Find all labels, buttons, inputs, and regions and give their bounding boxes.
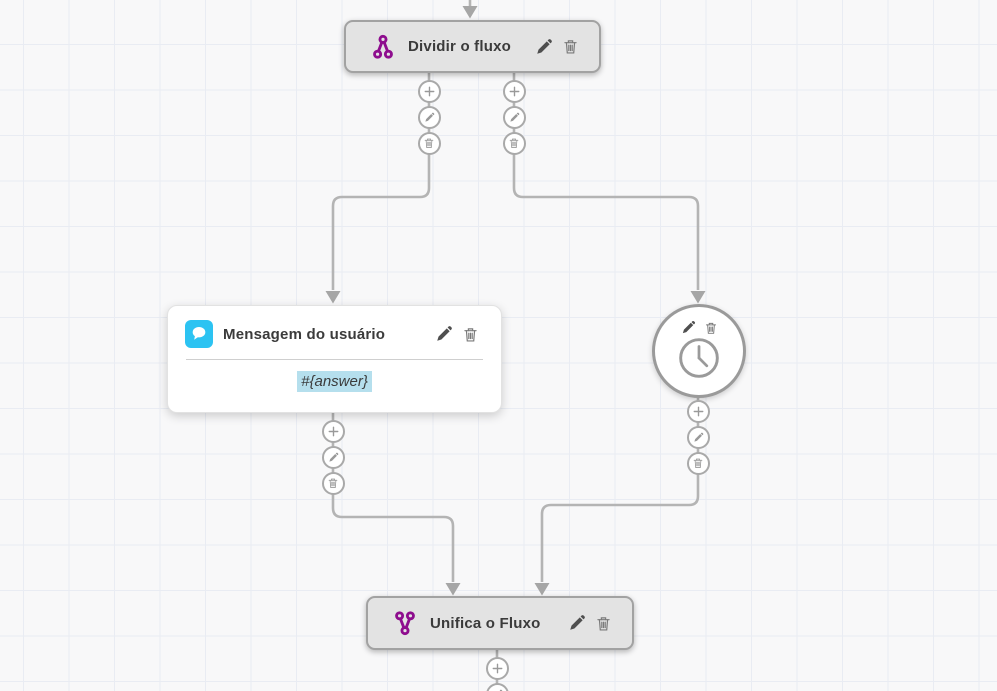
variable-chip: #{answer} — [297, 371, 372, 392]
connector-timer-to-merge — [540, 398, 700, 582]
arrowhead-into-timer — [690, 291, 706, 304]
trash-icon — [595, 615, 612, 632]
speech-bubble-glyph — [189, 324, 209, 344]
pencil-icon — [681, 320, 696, 335]
pencil-icon — [693, 432, 704, 443]
delete-node-button[interactable] — [704, 320, 718, 335]
node-merge-flow[interactable]: Unifica o Fluxo — [366, 596, 634, 650]
plus-icon — [508, 85, 521, 98]
edit-branch-button[interactable] — [417, 105, 441, 129]
chat-bubble-icon — [185, 320, 213, 348]
pencil-icon — [424, 112, 435, 123]
trash-icon — [423, 137, 435, 149]
edit-branch-button[interactable] — [502, 105, 526, 129]
pencil-icon — [568, 614, 586, 632]
node-timer[interactable] — [652, 304, 746, 398]
split-flow-icon — [372, 34, 394, 60]
pencil-icon — [535, 38, 553, 56]
edit-node-button[interactable] — [535, 38, 553, 56]
node-title: Unifica o Fluxo — [430, 614, 541, 632]
delete-branch-button[interactable] — [502, 131, 526, 155]
edit-branch-button[interactable] — [485, 682, 509, 691]
arrowhead-into-split — [462, 6, 478, 19]
edit-node-button[interactable] — [681, 320, 696, 335]
plus-icon — [423, 85, 436, 98]
port-actions-split-left — [417, 79, 441, 155]
port-actions-message — [321, 419, 345, 495]
edit-node-button[interactable] — [568, 614, 586, 632]
port-actions-merge — [485, 656, 509, 691]
delete-node-button[interactable] — [562, 38, 579, 55]
node-user-message[interactable]: Mensagem do usuário #{answer} — [167, 305, 502, 413]
edit-branch-button[interactable] — [686, 425, 710, 449]
clock-icon — [677, 336, 721, 380]
pencil-icon — [435, 325, 453, 343]
trash-icon — [692, 457, 704, 469]
connector-split-to-message — [331, 152, 431, 290]
message-content: #{answer} — [168, 360, 501, 392]
port-actions-timer — [686, 399, 710, 475]
port-actions-split-right — [502, 79, 526, 155]
arrowhead-into-message — [325, 291, 341, 304]
connector-message-to-merge — [331, 413, 455, 582]
node-header: Mensagem do usuário — [168, 306, 501, 359]
edit-node-button[interactable] — [435, 325, 453, 343]
trash-icon — [508, 137, 520, 149]
add-step-button[interactable] — [485, 656, 509, 680]
arrowhead-into-merge-right — [534, 583, 550, 596]
pencil-icon — [328, 452, 339, 463]
plus-icon — [491, 662, 504, 675]
add-step-button[interactable] — [686, 399, 710, 423]
merge-flow-icon — [394, 610, 416, 636]
plus-icon — [692, 405, 705, 418]
trash-icon — [327, 477, 339, 489]
add-step-button[interactable] — [321, 419, 345, 443]
divider — [186, 359, 483, 360]
delete-branch-button[interactable] — [321, 471, 345, 495]
delete-branch-button[interactable] — [686, 451, 710, 475]
add-step-button[interactable] — [417, 79, 441, 103]
add-step-button[interactable] — [502, 79, 526, 103]
delete-node-button[interactable] — [462, 326, 479, 343]
arrowhead-into-merge-left — [445, 583, 461, 596]
plus-icon — [327, 425, 340, 438]
pencil-icon — [509, 112, 520, 123]
edit-branch-button[interactable] — [321, 445, 345, 469]
node-title: Dividir o fluxo — [408, 38, 512, 55]
trash-icon — [562, 38, 579, 55]
delete-branch-button[interactable] — [417, 131, 441, 155]
node-split-flow[interactable]: Dividir o fluxo — [344, 20, 601, 73]
node-title: Mensagem do usuário — [223, 325, 386, 343]
delete-node-button[interactable] — [595, 615, 612, 632]
trash-icon — [462, 326, 479, 343]
trash-icon — [704, 321, 718, 335]
connector-split-to-timer — [512, 152, 700, 290]
